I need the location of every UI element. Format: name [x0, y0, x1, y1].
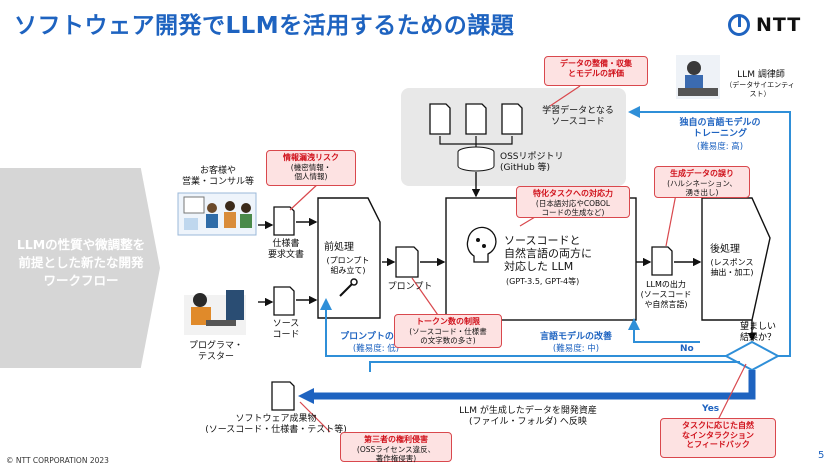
tuner-sub-label: （データサイエンティスト） [725, 81, 795, 98]
source-document-icon [273, 286, 295, 316]
prompt-improve-difficulty: (難易度: 低) [352, 344, 400, 354]
special-task-callout-heading: 特化タスクへの対応力 [533, 189, 613, 198]
yes-arrow [312, 370, 756, 400]
postprocess-shape [701, 197, 771, 321]
training-document-2-icon [465, 103, 487, 135]
training-loop [628, 106, 791, 357]
programmer-icon [184, 290, 246, 335]
brain-head-icon [466, 226, 497, 263]
page-title: ソフトウェア開発でLLMを活用するための課題 [14, 13, 515, 39]
training-document-3-icon [501, 103, 523, 135]
yes-label: Yes [702, 404, 720, 414]
decision-diamond [723, 340, 781, 372]
customer-label: お客様や 営業・コンサル等 [181, 166, 254, 187]
leak-risk-callout-body: (機密情報・ 個人情報) [290, 162, 332, 182]
prompt-label: プロンプト [387, 282, 433, 292]
decision-label: 望ましい 結果か？ [739, 322, 776, 343]
hallucination-callout: 生成データの誤り (ハルシネーション、 湧き出し) [654, 166, 750, 198]
third-party-rights-callout-body: (OSSライセンス違反、 著作権侵害) [356, 444, 436, 464]
training-document-1-icon [429, 103, 451, 135]
model-improve-difficulty: (難易度: 中) [552, 344, 600, 354]
prompt-improve-loop [320, 298, 726, 357]
data-evaluation-callout: データの整備・収集 とモデルの評価 [544, 56, 648, 86]
training-difficulty: (難易度: 高) [696, 142, 744, 152]
no-label: No [680, 344, 694, 354]
preprocess-shape [317, 197, 381, 319]
special-task-callout: 特化タスクへの対応力 (日本語対応やCOBOL コードの生成など) [516, 186, 630, 218]
page-number: 5 [818, 450, 825, 461]
deliverable-label: ソフトウェア成果物 (ソースコード・仕様書・テスト等) [205, 414, 347, 435]
ntt-logo-icon [728, 14, 750, 36]
copyright-footer: © NTT CORPORATION 2023 [6, 456, 109, 465]
oss-database-icon [457, 146, 495, 172]
oss-repository-label: OSSリポジトリ (GitHub 等) [500, 152, 564, 173]
prompt-improve-label: プロンプトの改善 [340, 332, 412, 342]
data-evaluation-callout-heading: データの整備・収集 とモデルの評価 [560, 59, 632, 78]
token-limit-callout-heading: トークン数の制限 [416, 317, 480, 326]
training-data-label: 学習データとなる ソースコード [542, 106, 614, 127]
deliverable-document-icon [271, 381, 295, 411]
ntt-logo-text: NTT [756, 14, 802, 36]
model-improve-loop [369, 320, 740, 372]
third-party-rights-callout: 第三者の権利侵害 (OSSライセンス違反、 著作権侵害) [340, 432, 452, 464]
wrench-icon [339, 278, 358, 297]
model-improve-label: 言語モデルの改善 [539, 332, 612, 342]
spec-document-icon [273, 206, 295, 236]
hallucination-callout-heading: 生成データの誤り [670, 169, 734, 178]
preprocess-label: 前処理 [324, 242, 354, 253]
programmer-label: プログラマ・ テスター [188, 341, 243, 362]
token-limit-callout: トークン数の制限 (ソースコード・仕様書 の文字数の多さ) [394, 314, 502, 348]
workflow-panel-text: LLMの性質や微調整を前提とした新たな開発ワークフロー [16, 237, 146, 288]
leak-risk-callout-heading: 情報漏洩リスク [283, 153, 339, 162]
llm-output-document-icon [651, 246, 673, 276]
postprocess-sub-label: (レスポンス 抽出・加工) [710, 258, 754, 277]
ntt-logo: NTT [728, 14, 801, 36]
tuner-label: LLM 調律師 [737, 70, 785, 80]
training-label: 独自の言語モデルの トレーニング [679, 118, 761, 139]
interaction-feedback-callout-heading: タスクに応じた自然 なインタラクション とフィードバック [682, 421, 754, 449]
feedback-flow-label: LLM が生成したデータを開発資産 (ファイル・フォルダ) へ反映 [459, 406, 597, 427]
workflow-panel [0, 168, 160, 368]
preprocess-sub-label: (プロンプト 組み立て) [326, 256, 370, 275]
interaction-feedback-callout: タスクに応じた自然 なインタラクション とフィードバック [660, 418, 776, 458]
spec-document-label: 仕様書 要求文書 [267, 239, 304, 260]
llm-output-label: LLMの出力 (ソースコード や自然言語) [640, 280, 692, 309]
llm-label: ソースコードと 自然言語の両方に 対応した LLM [504, 234, 592, 273]
postprocess-label: 後処理 [710, 244, 740, 255]
llm-sub-label: (GPT-3.5, GPT-4等) [506, 277, 580, 286]
special-task-callout-body: (日本語対応やCOBOL コードの生成など) [535, 198, 611, 218]
leak-risk-callout: 情報漏洩リスク (機密情報・ 個人情報) [266, 150, 356, 186]
third-party-rights-callout-heading: 第三者の権利侵害 [364, 435, 428, 444]
source-document-label: ソース コード [272, 319, 300, 340]
customer-meeting-icon [177, 192, 257, 236]
prompt-document-icon [395, 246, 419, 278]
token-limit-callout-body: (ソースコード・仕様書 の文字数の多さ) [409, 326, 487, 346]
data-scientist-icon [676, 55, 720, 99]
hallucination-callout-body: (ハルシネーション、 湧き出し) [667, 178, 737, 198]
